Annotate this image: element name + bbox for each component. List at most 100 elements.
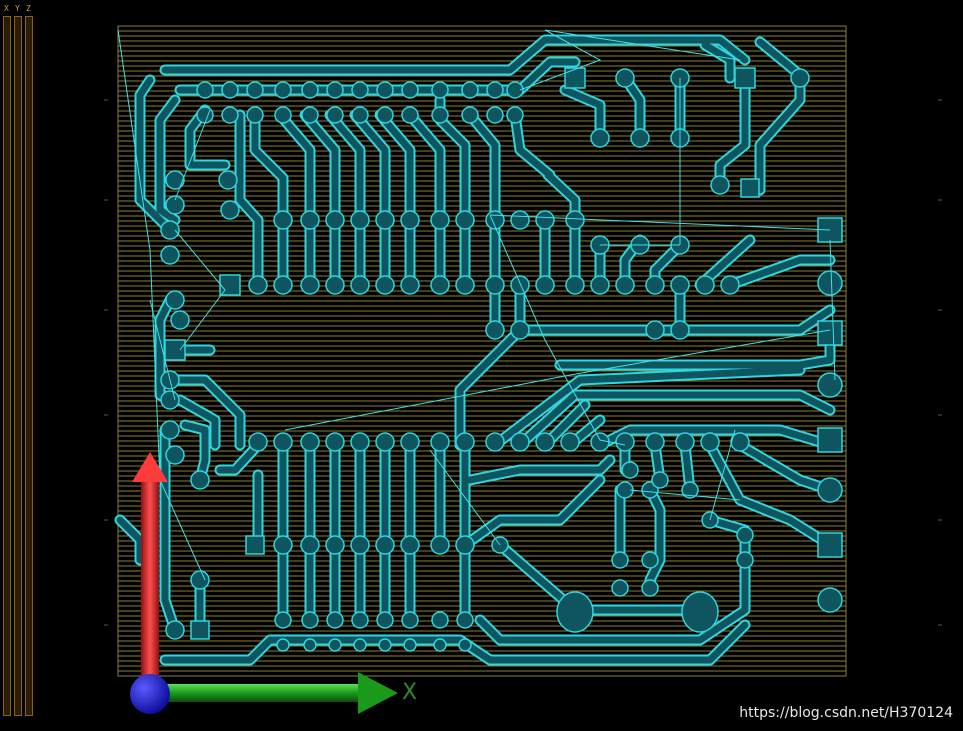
round-pad <box>328 638 342 652</box>
copper-traces-fill <box>116 36 834 664</box>
round-pad <box>486 106 504 124</box>
ratsnest-line <box>149 299 176 401</box>
trace-core <box>476 556 749 644</box>
trace <box>459 474 606 551</box>
round-pad <box>400 275 420 295</box>
ratsnest-line <box>829 239 836 381</box>
ratsnest-line <box>174 109 211 201</box>
round-pad <box>535 432 555 452</box>
round-pad <box>300 535 320 555</box>
trace-core <box>466 111 499 289</box>
round-pad <box>325 535 345 555</box>
round-pad <box>455 210 475 230</box>
round-pad <box>300 275 320 295</box>
round-pad <box>376 106 394 124</box>
round-pad <box>403 638 417 652</box>
round-pad <box>350 275 370 295</box>
round-pad <box>645 432 665 452</box>
round-pad <box>641 579 659 597</box>
axis-bar-y[interactable] <box>14 16 22 716</box>
trace-core <box>156 96 179 224</box>
round-pad <box>350 210 370 230</box>
round-pad <box>400 535 420 555</box>
large-pad <box>556 591 594 633</box>
round-pad <box>720 275 740 295</box>
round-pad <box>565 210 585 230</box>
round-pad <box>350 432 370 452</box>
round-pad <box>675 432 695 452</box>
round-pad <box>790 68 810 88</box>
round-pad <box>375 432 395 452</box>
round-pad <box>485 320 505 340</box>
square-pad <box>564 67 586 89</box>
trace-core <box>701 41 734 82</box>
round-pad <box>700 432 720 452</box>
round-pad <box>274 611 292 629</box>
axis-bar-z[interactable] <box>25 16 33 716</box>
trace-core <box>176 396 219 449</box>
ratsnest-line <box>629 489 741 501</box>
round-pad <box>506 81 524 99</box>
round-pad <box>645 275 665 295</box>
round-pad <box>461 106 479 124</box>
round-pad <box>621 461 639 479</box>
round-pad <box>248 275 268 295</box>
round-pad <box>506 106 524 124</box>
trace-core <box>756 38 804 79</box>
trace-core <box>511 111 554 179</box>
ratsnest-line <box>709 429 736 521</box>
round-pad <box>433 638 447 652</box>
round-pad <box>645 320 665 340</box>
round-pad <box>325 275 345 295</box>
trace-core <box>276 111 314 289</box>
round-pad <box>565 275 585 295</box>
round-pad <box>670 275 690 295</box>
square-pad <box>817 532 843 558</box>
square-pad <box>734 67 756 89</box>
origin-sphere[interactable] <box>130 674 170 714</box>
round-pad <box>615 68 635 88</box>
ratsnest-line <box>117 29 206 581</box>
round-pad <box>431 106 449 124</box>
round-pad <box>456 611 474 629</box>
axis-gizmo[interactable] <box>130 452 398 714</box>
trace-core <box>706 441 834 549</box>
round-pad <box>736 551 754 569</box>
round-pad <box>218 170 238 190</box>
square-pad <box>164 339 186 361</box>
y-axis-arrow[interactable] <box>132 452 168 678</box>
round-pad <box>590 432 610 452</box>
square-pad <box>190 620 210 640</box>
round-pad <box>817 477 843 503</box>
trace-core <box>491 366 804 449</box>
round-pad <box>221 81 239 99</box>
trace-core <box>376 111 414 289</box>
trace-core <box>646 486 664 584</box>
round-pad <box>535 275 555 295</box>
x-axis-arrow[interactable] <box>160 672 398 714</box>
viewport-ticks <box>104 99 942 626</box>
square-pad <box>817 427 843 453</box>
trace-core <box>756 74 804 194</box>
axis-bar-x[interactable] <box>3 16 11 716</box>
round-pad <box>375 275 395 295</box>
round-pad <box>510 432 530 452</box>
round-pad <box>375 535 395 555</box>
round-pad <box>430 275 450 295</box>
round-pad <box>461 81 479 99</box>
component-pads[interactable] <box>160 67 843 652</box>
round-pad <box>160 245 180 265</box>
round-pad <box>273 210 293 230</box>
copper-traces <box>114 34 836 666</box>
round-pad <box>670 320 690 340</box>
trace-core <box>544 171 579 289</box>
round-pad <box>190 570 210 590</box>
round-pad <box>817 587 843 613</box>
round-pad <box>301 106 319 124</box>
round-pad <box>485 432 505 452</box>
round-pad <box>681 481 699 499</box>
trace-core <box>716 74 749 189</box>
round-pad <box>615 432 635 452</box>
round-pad <box>401 81 419 99</box>
